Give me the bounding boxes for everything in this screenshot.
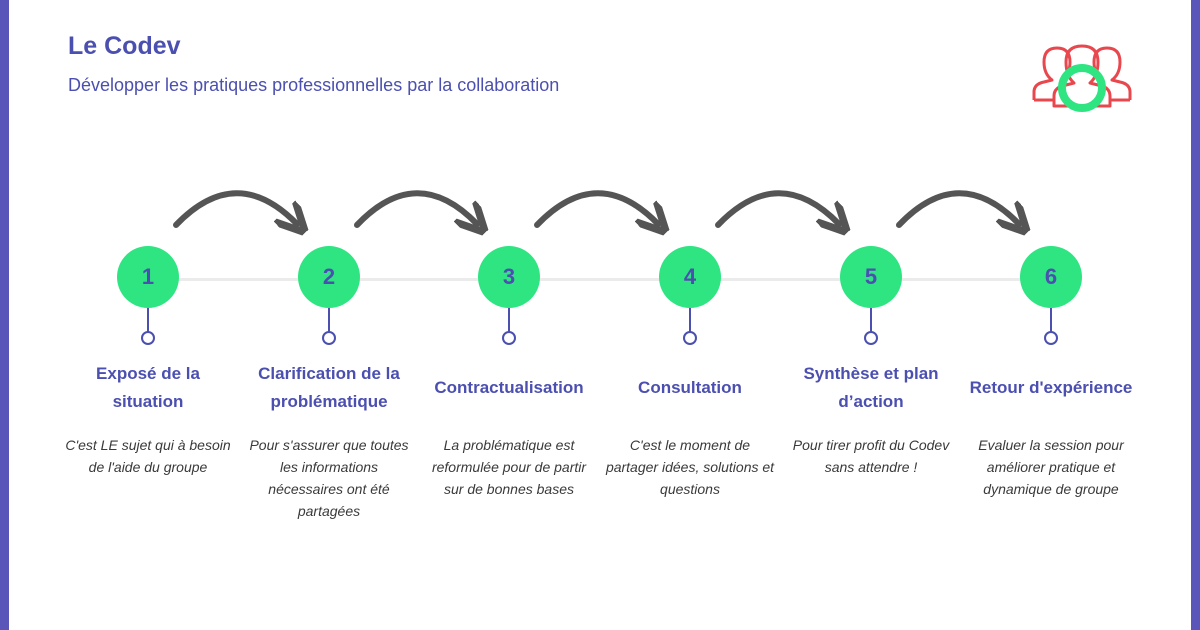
- step-description-1: C'est LE sujet qui à besoin de l'aide du…: [65, 437, 231, 475]
- arrow-1-to-2: [173, 190, 297, 225]
- page-title: Le Codev: [68, 32, 181, 60]
- left-border: [0, 0, 9, 630]
- step-dot: [502, 331, 516, 345]
- timeline-line: [148, 278, 1052, 281]
- step-number-1: 1: [117, 246, 179, 308]
- step-title-4: Consultation: [638, 378, 742, 397]
- step-title-5: Synthèse et plan d’action: [803, 364, 939, 411]
- step-description-3: La problématique est reformulée pour de …: [431, 437, 587, 497]
- step-number-4: 4: [659, 246, 721, 308]
- page-subtitle: Développer les pratiques professionnelle…: [68, 75, 560, 95]
- step-description-2: Pour s'assurer que toutes les informatio…: [249, 437, 409, 519]
- step-dot: [141, 331, 155, 345]
- step-description-5: Pour tirer profit du Codev sans attendre…: [792, 437, 950, 475]
- step-number-5: 5: [840, 246, 902, 308]
- step-connector: [870, 308, 872, 332]
- right-border: [1191, 0, 1200, 630]
- step-dot: [1044, 331, 1058, 345]
- arrow-3-to-4: [534, 190, 658, 225]
- step-connector: [147, 308, 149, 332]
- arrow-4-to-5: [715, 190, 839, 225]
- step-number-2: 2: [298, 246, 360, 308]
- step-title-6: Retour d'expérience: [969, 378, 1133, 397]
- step-number-3: 3: [478, 246, 540, 308]
- step-number-6: 6: [1020, 246, 1082, 308]
- arrow-5-to-6: [896, 190, 1019, 225]
- step-dot: [864, 331, 878, 345]
- step-title-1: Exposé de la situation: [96, 364, 200, 411]
- step-connector: [1050, 308, 1052, 332]
- step-connector: [328, 308, 330, 332]
- step-title-2: Clarification de la problématique: [258, 364, 400, 411]
- process-arrows: [173, 190, 1200, 250]
- step-description-6: Evaluer la session pour améliorer pratiq…: [978, 437, 1124, 497]
- arrow-2-to-3: [354, 190, 477, 225]
- step-title-3: Contractualisation: [434, 378, 584, 397]
- step-connector: [689, 308, 691, 332]
- group-people-icon: [1032, 44, 1132, 112]
- step-dot: [683, 331, 697, 345]
- step-dot: [322, 331, 336, 345]
- step-connector: [508, 308, 510, 332]
- step-description-4: C'est le moment de partager idées, solut…: [605, 437, 775, 497]
